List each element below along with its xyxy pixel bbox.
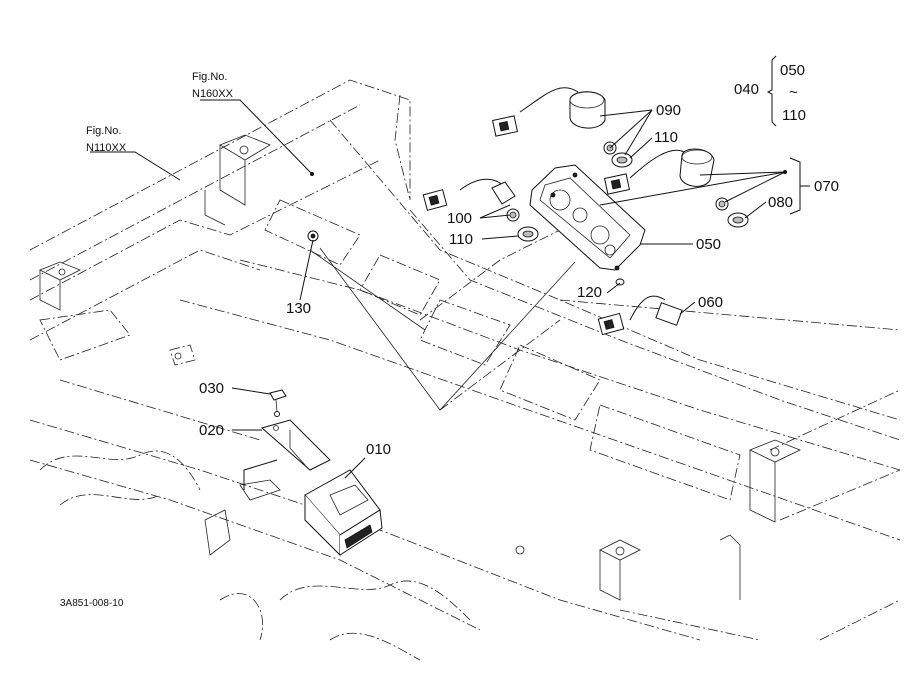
fig-ref-prefix: Fig.No. bbox=[86, 125, 121, 137]
callout-030: 030 bbox=[199, 380, 224, 397]
frame-brackets bbox=[39, 134, 801, 601]
leader-lines bbox=[231, 55, 810, 490]
bracket-020 bbox=[260, 419, 331, 471]
figure-ref-n110xx[interactable]: Fig.No. N110XX bbox=[86, 125, 127, 154]
drawing-code: 3A851-008-10 bbox=[60, 598, 124, 609]
harness-060 bbox=[597, 278, 683, 336]
callout-110-left: 110 bbox=[449, 231, 473, 248]
callout-110-top: 110 bbox=[654, 129, 678, 146]
callout-110-range-end: 110 bbox=[782, 107, 806, 124]
module-010 bbox=[304, 469, 383, 557]
callout-080: 080 bbox=[768, 194, 793, 211]
fig-ref-prefix: Fig.No. bbox=[192, 71, 227, 83]
figure-ref-n160xx[interactable]: Fig.No. N160XX bbox=[192, 71, 234, 100]
callout-090: 090 bbox=[656, 102, 681, 119]
figure-ref-leaders bbox=[90, 99, 314, 181]
gauge-upper-090 bbox=[491, 87, 606, 137]
callout-070: 070 bbox=[814, 178, 839, 195]
fig-ref-number: N160XX bbox=[192, 88, 234, 100]
callout-020: 020 bbox=[199, 422, 224, 439]
bulb-socket-left bbox=[422, 178, 539, 242]
frame-openings bbox=[39, 199, 741, 501]
callout-010: 010 bbox=[366, 441, 391, 458]
bolt-030 bbox=[269, 389, 287, 417]
fig-ref-number: N110XX bbox=[86, 142, 127, 154]
frame-phantom-lines bbox=[29, 79, 901, 661]
callout-100: 100 bbox=[447, 210, 472, 227]
bulb-socket-right bbox=[603, 141, 749, 228]
callout-range-tilde: ~ bbox=[789, 84, 798, 101]
callout-050: 050 bbox=[696, 236, 721, 253]
panel-housing-050 bbox=[529, 164, 646, 271]
screw-130 bbox=[307, 230, 319, 242]
callout-060: 060 bbox=[698, 294, 723, 311]
callout-130: 130 bbox=[286, 300, 311, 317]
callout-040: 040 bbox=[734, 81, 759, 98]
callout-120: 120 bbox=[577, 284, 602, 301]
gauge-right-090 bbox=[603, 148, 715, 195]
callout-050-range-start: 050 bbox=[780, 62, 805, 79]
